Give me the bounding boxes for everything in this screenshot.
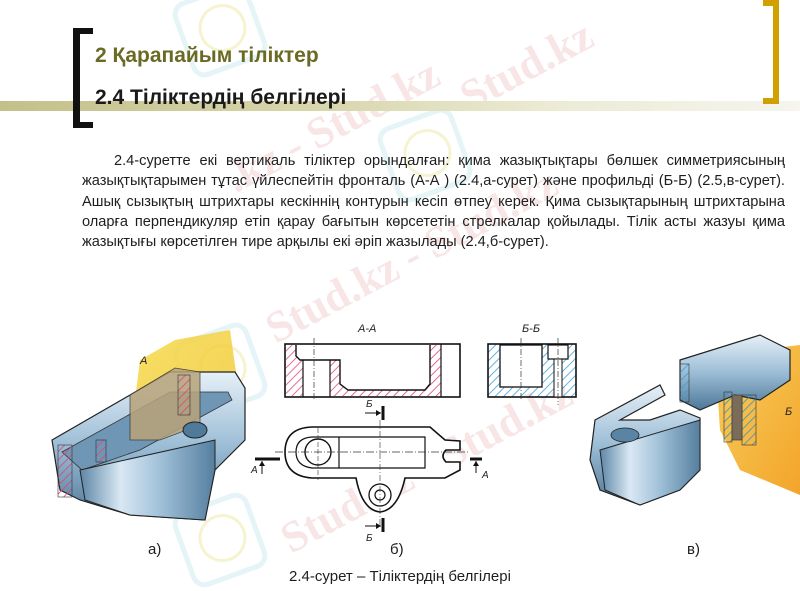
section-marker-a-left: А bbox=[250, 457, 268, 476]
section-bb-label: Б-Б bbox=[522, 323, 540, 335]
left-bracket-decoration bbox=[73, 28, 93, 128]
isometric-view-a: А bbox=[51, 330, 246, 521]
plane-label-a: А bbox=[139, 355, 147, 367]
figure-caption: 2.4-сурет – Тіліктердің белгілері bbox=[289, 568, 511, 585]
marker-a-right: А bbox=[481, 470, 489, 481]
figure-2-4: А А А-А Б-Б bbox=[0, 290, 800, 550]
section-aa-drawing: А-А bbox=[284, 323, 461, 400]
section-aa-label: А-А bbox=[357, 323, 376, 335]
figure-label-b: б) bbox=[390, 541, 404, 558]
body-paragraph-text: 2.4-суретте екі вертикаль тіліктер орынд… bbox=[82, 153, 785, 251]
body-paragraph: 2.4-суретте екі вертикаль тіліктер орынд… bbox=[82, 151, 785, 252]
watermark-logo bbox=[168, 0, 272, 82]
right-bracket-decoration bbox=[763, 0, 779, 104]
subsection-title: 2.4 Тіліктердің белгілері bbox=[95, 86, 347, 109]
isometric-view-c: Б bbox=[589, 334, 800, 506]
marker-b-bottom: Б bbox=[366, 533, 373, 544]
heading-underline-bar bbox=[0, 101, 800, 111]
figure-label-c: в) bbox=[687, 541, 700, 558]
plane-label-b: Б bbox=[785, 406, 792, 418]
section-bb-drawing: Б-Б bbox=[487, 323, 577, 405]
svg-text:А: А bbox=[250, 465, 258, 476]
marker-b-top: Б bbox=[366, 399, 373, 410]
plan-view-drawing: А Б Б bbox=[268, 399, 489, 544]
section-title: 2 Қарапайым тіліктер bbox=[95, 44, 319, 67]
figure-label-a: а) bbox=[148, 541, 162, 558]
